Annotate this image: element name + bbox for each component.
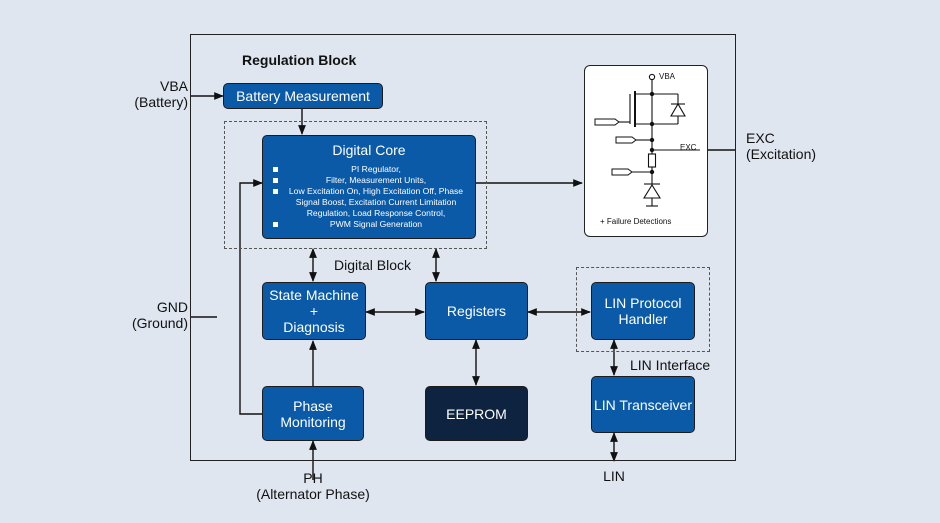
excitation-driver-box: VBA EXC + Failure Detections — [584, 65, 708, 237]
digital-block-group — [224, 121, 487, 249]
lower-diode — [643, 183, 661, 199]
junction-dot — [649, 121, 655, 127]
feature-item: PI Regulator, — [273, 164, 469, 175]
junction-dot — [649, 137, 655, 143]
schematic-vba-label: VBA — [659, 72, 676, 81]
lin-pin-label: LIN — [603, 468, 625, 484]
vba-terminal — [648, 73, 656, 81]
regulation-block-title: Regulation Block — [242, 52, 357, 68]
junction-dot — [649, 147, 655, 153]
lin-protocol-label: LIN Protocol — [604, 295, 682, 311]
feature-item: Low Excitation On, High Excitation Off, … — [273, 186, 469, 219]
lin-handler-label: Handler — [618, 311, 668, 327]
registers-block: Registers — [425, 282, 528, 340]
junction-dot — [649, 169, 655, 175]
digital-core-features: PI Regulator, Filter, Measurement Units,… — [273, 164, 469, 230]
excitation-driver-schematic — [594, 73, 700, 207]
state-machine-plus: + — [309, 303, 319, 319]
exc-label: EXC — [746, 130, 775, 146]
battery-measurement-label: Battery Measurement — [236, 88, 370, 104]
sense-connector-top — [615, 136, 637, 144]
state-machine-block: State Machine + Diagnosis — [262, 282, 366, 340]
digital-core-block: Digital Core PI Regulator, Filter, Measu… — [262, 135, 476, 239]
lin-transceiver-block: LIN Transceiver — [591, 376, 695, 433]
eeprom-label: EEPROM — [446, 405, 507, 422]
registers-label: Registers — [446, 303, 507, 319]
phase-label: Phase — [293, 397, 333, 414]
ph-pin: PH (Alternator Phase) — [253, 470, 373, 502]
phase-to-core-feedback — [239, 179, 263, 415]
monitoring-label: Monitoring — [280, 413, 346, 430]
gnd-sublabel: (Ground) — [131, 315, 188, 331]
vba-pin: VBA (Battery) — [130, 78, 188, 110]
vba-label: VBA — [159, 78, 188, 94]
lin-interface-group — [576, 267, 710, 352]
feature-item: Filter, Measurement Units, — [273, 175, 469, 186]
lin-transceiver-label: LIN Transceiver — [593, 396, 693, 413]
ph-label: PH — [303, 470, 323, 486]
flyback-diode — [670, 102, 686, 117]
battery-measurement-block: Battery Measurement — [223, 83, 383, 109]
vba-sublabel: (Battery) — [134, 94, 188, 110]
lin-interface-label: LIN Interface — [630, 357, 711, 373]
regulation-block-frame — [190, 34, 736, 461]
failure-detections-caption: + Failure Detections — [600, 217, 672, 226]
schematic-exc-label: EXC — [680, 143, 697, 152]
exc-sublabel: (Excitation) — [746, 146, 817, 162]
eeprom-block: EEPROM — [425, 386, 528, 441]
state-machine-label: State Machine — [269, 287, 359, 303]
digital-block-label: Digital Block — [334, 257, 412, 273]
gnd-pin: GND (Ground) — [124, 299, 188, 331]
digital-core-title: Digital Core — [332, 142, 406, 158]
diagnosis-label: Diagnosis — [283, 319, 345, 335]
lin-protocol-handler-block: LIN Protocol Handler — [591, 282, 695, 340]
exc-pin: EXC (Excitation) — [746, 130, 816, 162]
phase-monitoring-block: Phase Monitoring — [262, 386, 364, 441]
gate-driver-connector — [594, 118, 620, 126]
ph-sublabel: (Alternator Phase) — [256, 486, 370, 502]
junction-dot — [649, 91, 655, 97]
shunt-resistor — [647, 153, 657, 168]
sense-connector-bottom — [611, 168, 633, 176]
feature-item: PWM Signal Generation — [273, 219, 469, 230]
gnd-label: GND — [156, 299, 188, 315]
